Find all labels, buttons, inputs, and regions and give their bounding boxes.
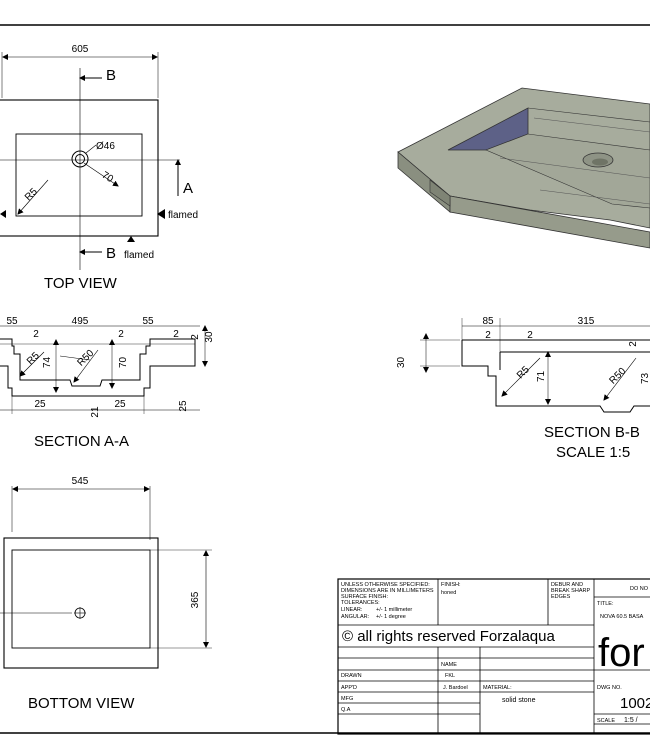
title-block-text: UNLESS OTHERWISE SPECIFIED: DIMENSIONS A… [341,582,650,724]
top-view-outline [0,99,159,237]
hole-dim: Ø46 [96,141,115,152]
section-b-label-bottom: B [106,245,116,262]
tb-note-1: UNLESS OTHERWISE SPECIFIED: [341,582,430,588]
tb-deburr-1: DEBUR AND [551,582,583,588]
section-b-label-top: B [106,67,116,84]
bottom-view-inner [11,549,151,649]
tb-scale-label: SCALE [597,718,615,724]
bb-dim-315: 315 [578,316,595,327]
tb-deburr-3: EDGES [551,594,571,600]
bb-depth-73: 73 [640,372,650,384]
tb-scale-value: 1:5 / [624,717,638,724]
bb-dim-85: 85 [482,316,494,327]
aa-dim-55-right: 55 [142,316,154,327]
bottom-view-title: BOTTOM VIEW [28,695,135,712]
section-a-label: A [183,180,193,197]
drain-hole [71,150,89,168]
tb-note-2: DIMENSIONS ARE IN MILLIMETERS [341,588,434,594]
top-width-dim: 605 [72,44,89,55]
hole-offset-dim: 70 [100,170,116,185]
tb-dwg-label: DWG NO. [597,685,622,691]
section-bb: 85 2 2 315 2 30 R5 71 R50 73 SECTION B-B… [396,316,650,461]
tb-angular-tol: +/- 1 degree [376,614,406,620]
top-view: 605 B B A Ø46 70 R5 flamed flamed TOP VI… [0,44,198,292]
tb-row-appd: APP'D [341,685,357,691]
bb-depth-71: 71 [536,370,547,382]
aa-radius-drain: R50 [76,348,97,369]
flamed-note-bottom: flamed [124,250,154,261]
tb-row-mfg: MFG [341,696,353,702]
tb-linear-tol: +/- 1 millimeter [376,607,412,613]
tb-row-drawn: DRAWN [341,673,362,679]
tb-logo: for [598,631,645,675]
top-radius-dim: R5 [23,186,40,203]
aa-dim-495: 495 [72,316,89,327]
title-block [337,578,650,735]
bb-radius-drain: R50 [608,366,629,387]
bb-dim-2-c: 2 [628,341,639,347]
aa-dim-30: 30 [204,331,215,343]
tb-appd-name: J. Bardoel [443,685,468,691]
aa-dim-2-mid: 2 [118,329,124,340]
section-aa: 55 2 495 2 55 2 2 30 R5 R50 74 70 25 21 … [0,316,215,450]
sheet-border [0,24,650,734]
aa-depth-74: 74 [42,356,53,368]
top-view-basin [15,133,143,217]
tb-dwg-value: 1002 [620,695,650,712]
tb-drawn-name: FKL [445,673,455,679]
aa-bottom-25-mid: 25 [114,399,126,410]
aa-bottom-25-right: 25 [178,400,189,412]
tb-title-label: TITLE: [597,601,614,607]
aa-depth-70: 70 [118,356,129,368]
tb-finish-value: honed [441,590,456,596]
section-aa-profile [0,338,196,397]
bottom-width-dim: 545 [72,476,89,487]
tb-do-not: DO NO [630,586,649,592]
bb-dim-2-a: 2 [485,330,491,341]
aa-dim-2-right: 2 [173,329,179,340]
tb-row-qa: Q.A [341,707,351,713]
bb-left-30: 30 [396,356,407,368]
top-view-title: TOP VIEW [44,275,118,292]
tb-note-5: LINEAR: [341,607,363,613]
aa-bottom-21: 21 [90,406,101,418]
isometric-basin [397,87,650,249]
flamed-note-right: flamed [168,210,198,221]
section-bb-scale: SCALE 1:5 [556,444,630,461]
section-bb-profile [461,339,650,413]
tb-deburr-2: BREAK SHARP [551,588,590,594]
bottom-view-outline [3,537,159,669]
bb-dim-2-b: 2 [527,330,533,341]
aa-radius-left: R5 [25,350,42,367]
aa-dim-2-far: 2 [190,334,201,340]
section-aa-title: SECTION A-A [34,433,129,450]
tb-material-label: MATERIAL: [483,685,512,691]
tb-material-value: solid stone [502,697,536,704]
tb-finish-label: FINISH: [441,582,461,588]
tb-copyright: © all rights reserved Forzalaqua [342,628,555,645]
section-bb-title: SECTION B-B [544,424,640,441]
bottom-height-dim: 365 [190,591,201,608]
bottom-view: 545 365 BOTTOM VIEW [0,476,212,712]
tb-note-4: TOLERANCES: [341,600,380,606]
tb-note-3: SURFACE FINISH: [341,594,389,600]
tb-title-value: NOVA 60.5 BASA [600,614,644,620]
aa-dim-55-left: 55 [6,316,18,327]
aa-bottom-25-left: 25 [34,399,46,410]
tb-note-6: ANGULAR: [341,614,370,620]
tb-name-label: NAME [441,662,457,668]
aa-dim-2-left: 2 [33,329,39,340]
bb-radius-left: R5 [515,364,532,381]
